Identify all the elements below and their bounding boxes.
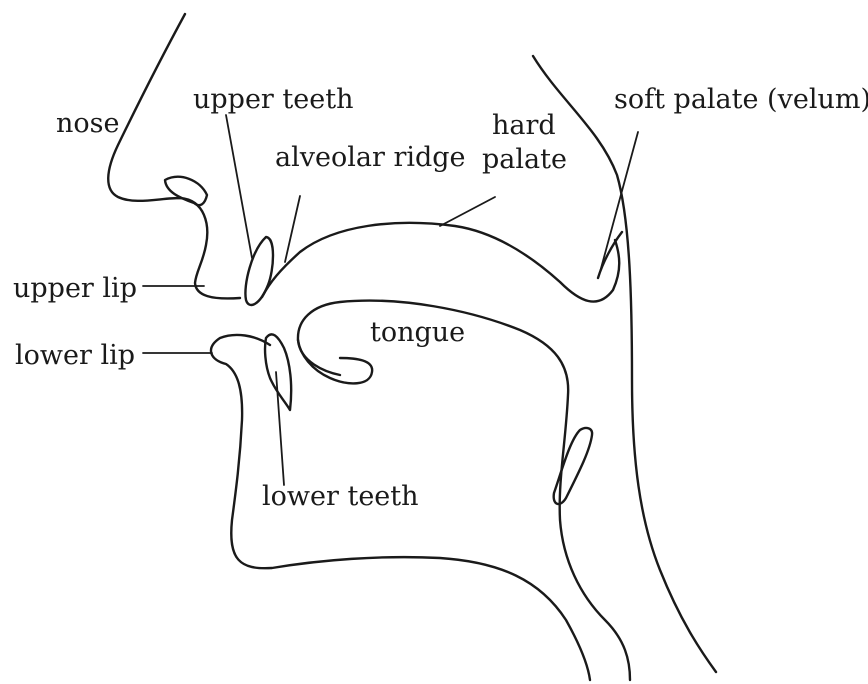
label-lower-teeth: lower teeth bbox=[262, 481, 419, 512]
leader-upper-teeth bbox=[226, 115, 252, 258]
nostril-outline bbox=[165, 177, 207, 205]
leader-hard-palate bbox=[440, 197, 495, 226]
label-soft-palate: soft palate (velum) bbox=[614, 84, 868, 115]
nose-outline bbox=[108, 14, 240, 298]
label-tongue: tongue bbox=[370, 317, 465, 348]
palate-outline bbox=[262, 223, 619, 302]
label-upper-teeth: upper teeth bbox=[193, 84, 353, 115]
label-alveolar-ridge: alveolar ridge bbox=[275, 142, 466, 173]
tongue-tip-outline bbox=[298, 340, 372, 383]
label-hard-palate-line1: hard bbox=[492, 110, 556, 141]
label-lower-lip: lower lip bbox=[15, 340, 135, 371]
leader-lower-teeth bbox=[276, 372, 284, 485]
label-upper-lip: upper lip bbox=[13, 273, 137, 304]
leader-alveolar-ridge bbox=[285, 196, 300, 262]
label-hard-palate-line2: palate bbox=[482, 144, 567, 175]
label-nose: nose bbox=[56, 108, 119, 139]
